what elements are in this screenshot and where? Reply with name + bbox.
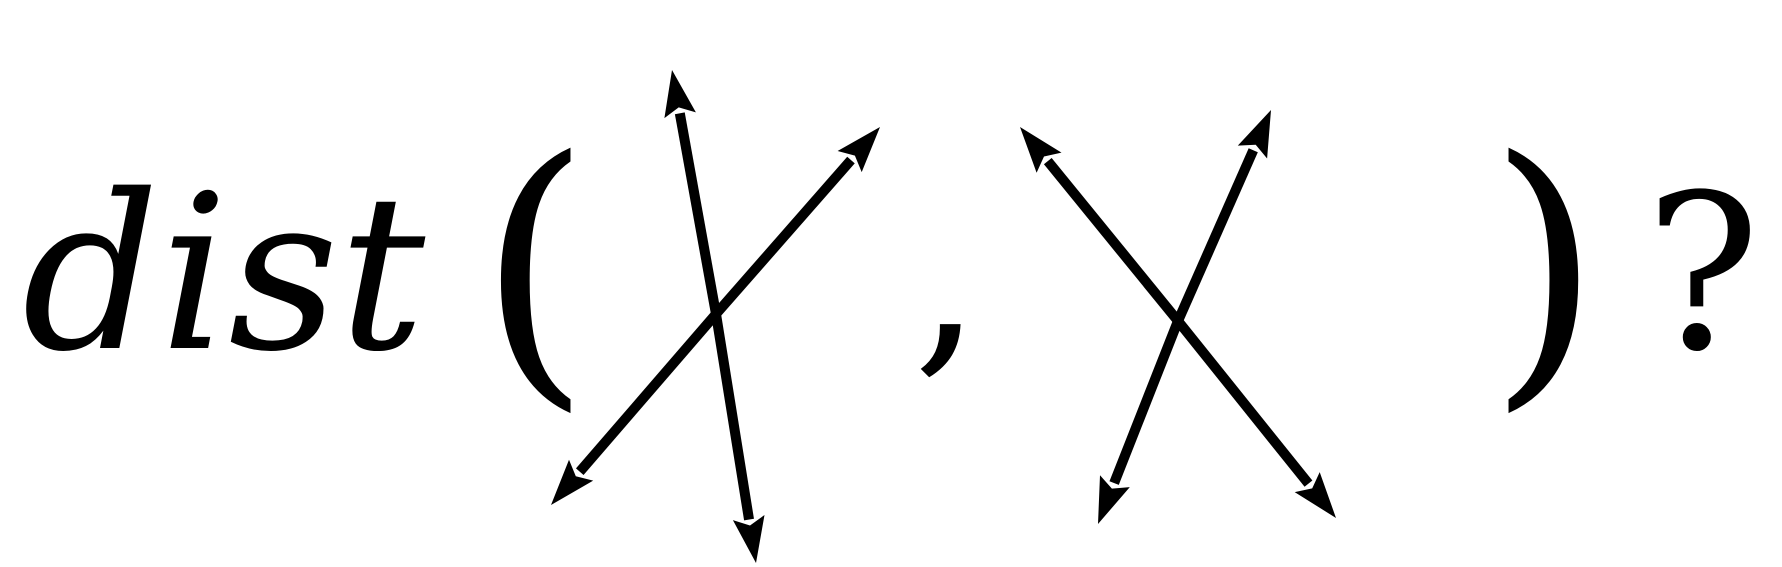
arrow-up-right-2-shaft bbox=[1173, 148, 1258, 324]
arrow-down-right-shaft bbox=[1174, 317, 1313, 487]
close-paren: ) bbox=[1488, 100, 1601, 437]
arrow-down-steep bbox=[711, 313, 765, 563]
open-paren: ( bbox=[478, 100, 591, 437]
arrow-up-left-head bbox=[1020, 127, 1062, 173]
arrow-down-right bbox=[1174, 317, 1336, 518]
crossed-arrows-right bbox=[1020, 110, 1336, 524]
arrow-down-left-2 bbox=[1098, 319, 1183, 524]
crossed-arrows-left bbox=[551, 70, 880, 563]
arrow-up-left-shaft bbox=[1043, 157, 1182, 325]
arrow-down-left-2-head bbox=[1098, 475, 1130, 524]
arrow-up-steep-head bbox=[664, 70, 696, 119]
arrow-up-right-head bbox=[837, 127, 880, 173]
arrow-down-left-head bbox=[551, 459, 594, 505]
question-mark: ? bbox=[1645, 148, 1760, 399]
arrow-down-left bbox=[551, 310, 720, 505]
function-name: dist bbox=[22, 148, 426, 399]
arrow-down-left-shaft bbox=[575, 310, 720, 475]
arrow-up-right-2 bbox=[1173, 110, 1271, 324]
arrow-up-right-2-head bbox=[1237, 110, 1271, 159]
arrow-up-right bbox=[712, 127, 880, 318]
arrow-down-right-head bbox=[1294, 472, 1336, 518]
arrow-up-steep-shaft bbox=[674, 112, 721, 315]
arrow-up-left bbox=[1020, 127, 1182, 325]
arrow-down-steep-head bbox=[732, 515, 765, 563]
comma-separator: , bbox=[913, 148, 981, 399]
arrow-down-steep-shaft bbox=[711, 313, 754, 521]
arrow-up-right-shaft bbox=[712, 156, 855, 318]
arrow-down-left-2-shaft bbox=[1109, 319, 1183, 485]
arrow-up-steep bbox=[664, 70, 721, 315]
